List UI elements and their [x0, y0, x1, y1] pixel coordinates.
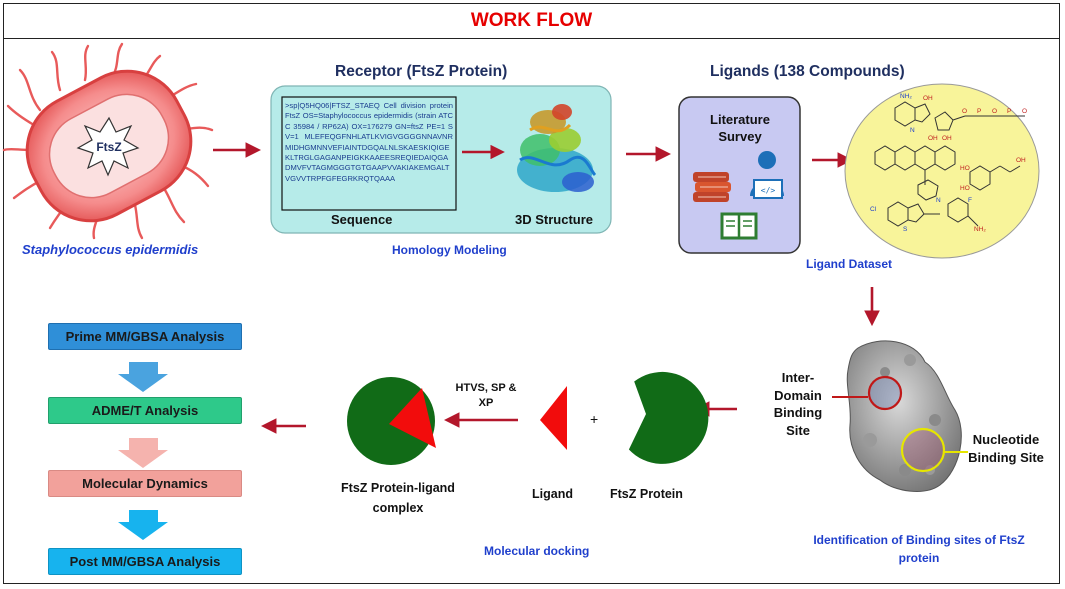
receptor-panel — [270, 85, 612, 234]
protein-3d-structure-image — [517, 104, 597, 192]
svg-text:HO: HO — [960, 165, 970, 172]
step-molecular-dynamics: Molecular Dynamics — [48, 470, 242, 497]
svg-text:OH: OH — [1016, 157, 1026, 164]
binding-sites-caption: Identification of Binding sites of FtsZ … — [813, 533, 1025, 565]
svg-text:F: F — [968, 197, 972, 204]
sequence-label: Sequence — [331, 212, 393, 227]
step-post-mmgbsa: Post MM/GBSA Analysis — [48, 548, 242, 575]
svg-text:P: P — [1007, 108, 1011, 115]
ligand-dataset-caption: Ligand Dataset — [806, 257, 893, 271]
svg-text:O: O — [1022, 108, 1027, 115]
open-book-icon — [720, 212, 758, 240]
svg-text:P: P — [977, 108, 981, 115]
bacterium-tag: FtsZ — [96, 140, 121, 154]
down-arrow-1 — [118, 362, 168, 392]
svg-text:S: S — [903, 226, 908, 233]
svg-text:N: N — [910, 127, 915, 134]
svg-text:NH₂: NH₂ — [900, 93, 912, 100]
svg-text:O: O — [992, 108, 997, 115]
svg-text:OH: OH — [928, 135, 938, 142]
plus-sign: + — [590, 411, 599, 427]
complex-ligand-shape — [389, 388, 436, 448]
literature-survey-panel — [678, 96, 801, 254]
ligand-shape — [540, 386, 567, 450]
bacterium-illustration — [2, 42, 214, 240]
step-prime-mmgbsa: Prime MM/GBSA Analysis — [48, 323, 242, 350]
complex-label: FtsZ Protein-ligand complex — [341, 481, 455, 515]
svg-text:O: O — [962, 108, 967, 115]
ligand-structures-image — [874, 101, 1025, 227]
svg-text:N: N — [936, 197, 941, 204]
researcher-laptop-icon: </> — [750, 151, 784, 199]
sequence-text: >sp|Q5HQ06|FTSZ_STAEQ Cell division prot… — [285, 101, 453, 183]
svg-text:NH₂: NH₂ — [974, 226, 986, 233]
down-arrow-2 — [118, 438, 168, 468]
molecular-docking-caption: Molecular docking — [484, 544, 590, 558]
structure-label: 3D Structure — [515, 212, 594, 227]
ligand-label: Ligand — [532, 487, 573, 501]
down-arrow-3 — [118, 510, 168, 540]
svg-text:</>: </> — [761, 186, 776, 195]
svg-text:Cl: Cl — [870, 206, 877, 213]
nucleotide-label: Nucleotide Binding Site — [968, 432, 1044, 465]
homology-modeling-caption: Homology Modeling — [392, 243, 507, 257]
literature-survey-label: Literature Survey — [710, 112, 770, 144]
organism-label: Staphylococcus epidermidis — [22, 242, 199, 257]
ftsz-protein-label: FtsZ Protein — [610, 487, 683, 501]
books-icon — [693, 172, 731, 202]
docking-method-label: HTVS, SP & XP — [455, 382, 517, 409]
ligand-dataset-disc — [844, 83, 1040, 259]
svg-text:HO: HO — [960, 185, 970, 192]
svg-text:OH: OH — [923, 95, 933, 102]
ligand-atom-labels: O P O P O OH OH OH HO HO NH₂ OH — [923, 95, 1027, 233]
ligands-heading: Ligands (138 Compounds) — [710, 63, 905, 80]
receptor-heading: Receptor (FtsZ Protein) — [335, 63, 508, 80]
inter-domain-label: Inter-Domain Binding Site — [773, 370, 823, 438]
page-title: WORK FLOW — [3, 3, 1060, 39]
svg-text:OH: OH — [942, 135, 952, 142]
step-admet: ADME/T Analysis — [48, 397, 242, 424]
binding-site-protein-image — [846, 340, 962, 492]
ftsz-protein-shape — [628, 371, 709, 464]
ligand-nitrogen-labels: NH₂ N Cl N S F — [870, 93, 972, 233]
outer-frame — [3, 3, 1060, 584]
sequence-box — [281, 96, 457, 211]
